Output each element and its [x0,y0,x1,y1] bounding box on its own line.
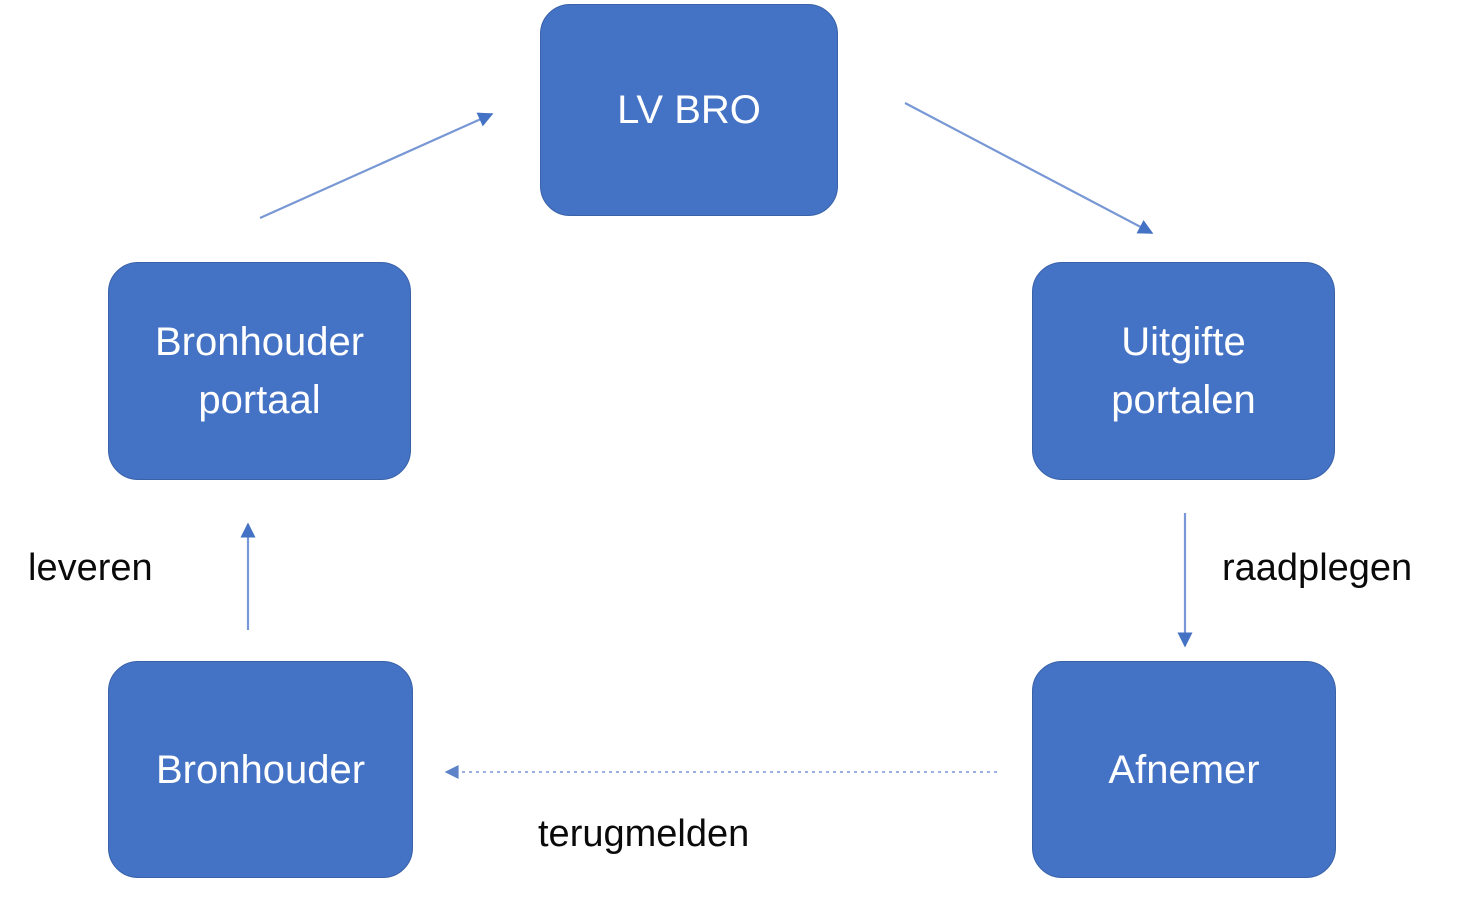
node-bronhouder: Bronhouder [108,661,413,878]
node-lv-bro: LV BRO [540,4,838,216]
node-uitgifte-portalen: Uitgifte portalen [1032,262,1335,480]
node-bronhouder-portaal-label: Bronhouder portaal [154,320,365,422]
edge-label-raadplegen: raadplegen [1222,547,1413,589]
edge-bronhouder-portaal-to-lv-bro [259,112,494,220]
node-uitgifte-portalen-label: Uitgifte portalen [1111,320,1256,422]
node-bronhouder-label: Bronhouder [155,747,366,792]
edge-label-terugmelden: terugmelden [538,813,750,855]
edge-lv-bro-to-uitgifte-portalen [904,102,1154,234]
node-lv-bro-label: LV BRO [617,88,761,132]
node-bronhouder-portaal: Bronhouder portaal [108,262,411,480]
node-afnemer-label: Afnemer [1108,747,1260,792]
edge-label-leveren: leveren [28,547,153,589]
node-afnemer: Afnemer [1032,661,1336,878]
